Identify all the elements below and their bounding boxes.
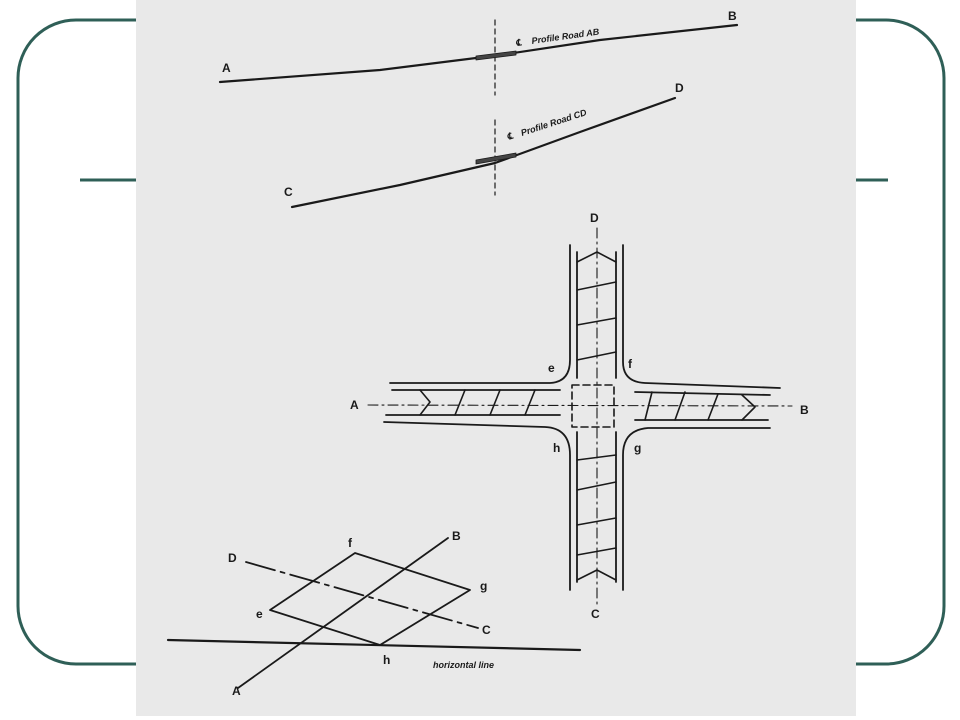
profile-cd-line	[290, 96, 677, 209]
east-west-centerline	[367, 404, 793, 407]
contour-labels: B A D C e f g h horizontal line	[228, 529, 494, 698]
profile-cd-start-label: C	[284, 185, 293, 199]
contour-diagram	[166, 537, 582, 689]
scanned-drawing-panel	[136, 0, 856, 716]
north-road-outer-left	[389, 244, 571, 384]
profile-ab-centerline-symbol: ℄	[515, 37, 523, 48]
intersection-plan	[367, 227, 793, 606]
contour-f-label: f	[348, 536, 353, 550]
plan-labels: D C A B e f g h	[350, 211, 809, 621]
profile-cd-end-label: D	[675, 81, 684, 95]
horizontal-baseline	[166, 638, 582, 652]
south-road-outer-left	[383, 421, 571, 591]
plan-corner-e: e	[548, 361, 555, 375]
profile-ab-intersection-mark	[475, 50, 517, 61]
plan-west-label: A	[350, 398, 359, 412]
contour-c-label: C	[482, 623, 491, 637]
profile-ab-end-label: B	[728, 9, 737, 23]
contour-e-label: e	[256, 607, 263, 621]
horizontal-line-label: horizontal line	[433, 660, 494, 670]
south-road-outer-right	[622, 427, 771, 591]
east-road-inner-top	[634, 391, 771, 396]
contour-quadrilateral-efgh	[269, 552, 471, 646]
profile-ab-start-label: A	[222, 61, 231, 75]
profile-cd-intersection-mark	[475, 152, 517, 165]
profile-road-cd	[290, 96, 677, 209]
contour-a-label: A	[232, 684, 241, 698]
plan-south-label: C	[591, 607, 600, 621]
profile-road-ab	[218, 19, 739, 96]
contour-g-label: g	[480, 579, 487, 593]
contour-line-dc	[245, 561, 479, 629]
contour-b-label: B	[452, 529, 461, 543]
plan-corner-f: f	[628, 357, 633, 371]
west-road-cross-lines	[419, 389, 536, 416]
contour-h-label: h	[383, 653, 390, 667]
profile-ab-line	[218, 23, 739, 84]
profile-ab-caption: Profile Road AB	[531, 27, 600, 46]
profile-cd-centerline-symbol: ℄	[506, 130, 516, 142]
north-road-outer-right	[622, 244, 781, 389]
plan-east-label: B	[800, 403, 809, 417]
contour-d-label: D	[228, 551, 237, 565]
contour-line-ab	[237, 537, 449, 689]
plan-corner-g: g	[634, 441, 641, 455]
plan-north-label: D	[590, 211, 599, 225]
plan-corner-h: h	[553, 441, 560, 455]
